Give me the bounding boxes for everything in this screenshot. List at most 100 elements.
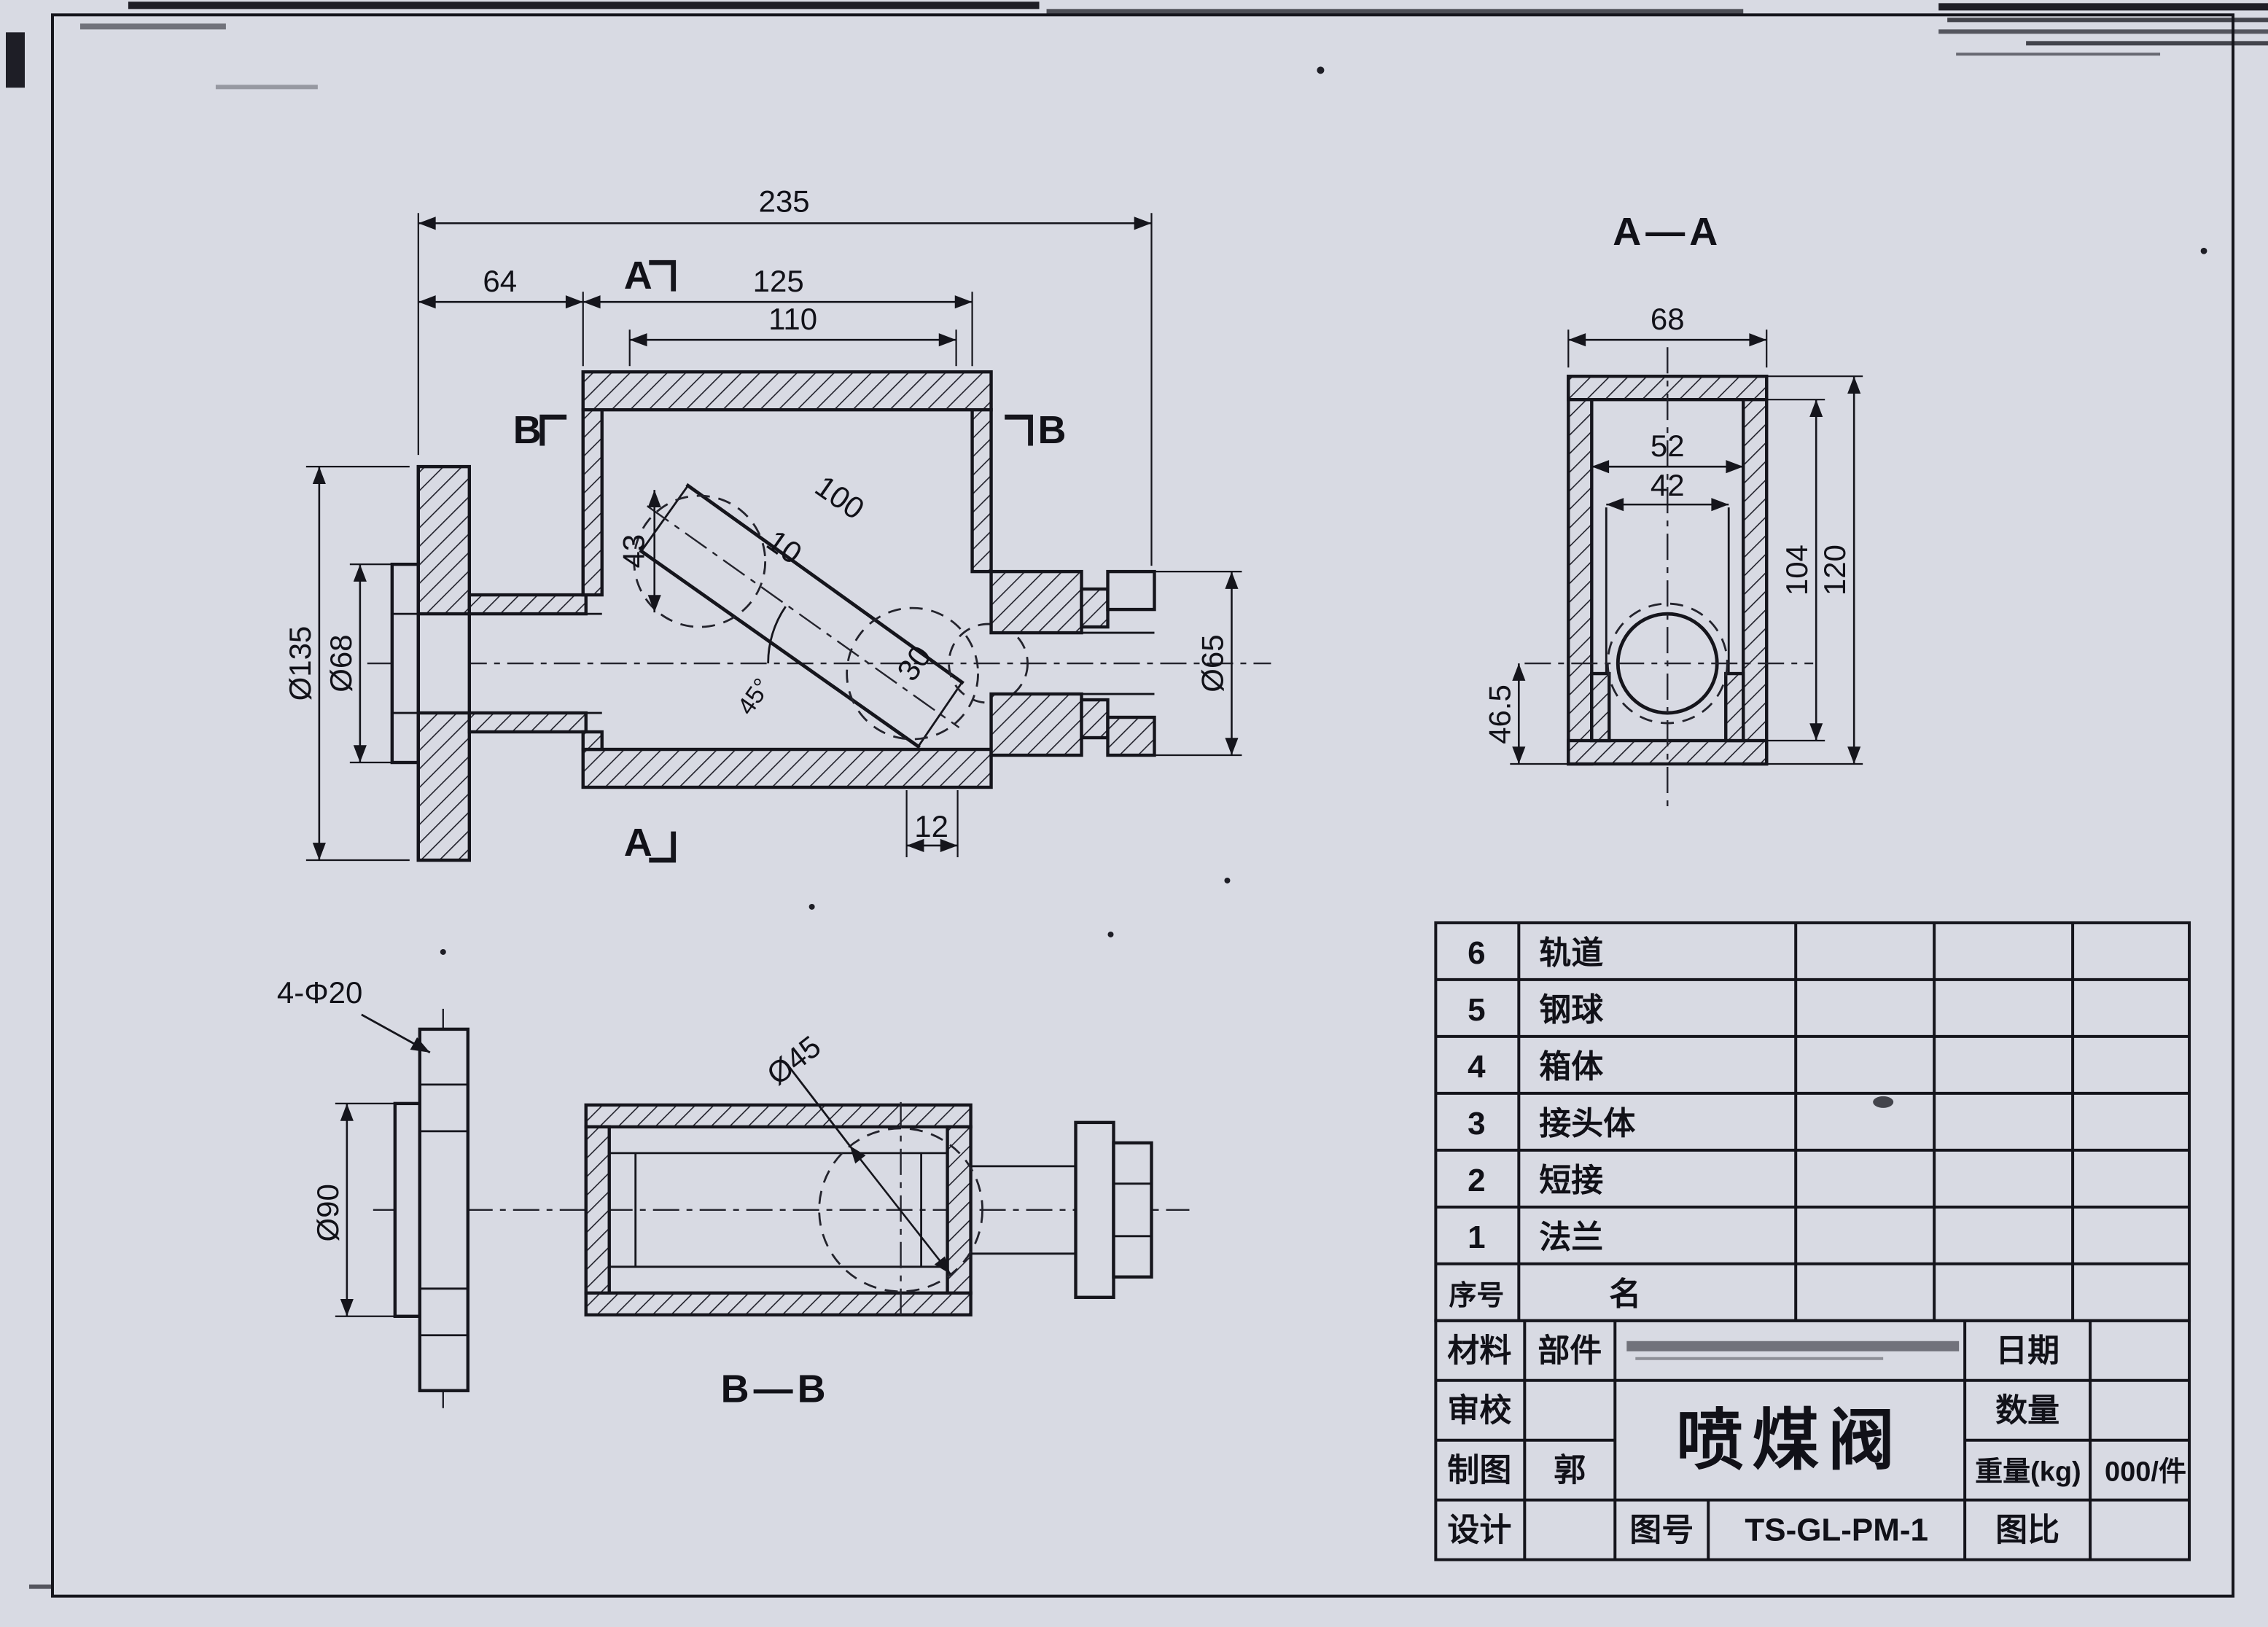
part-no: 4 <box>1468 1049 1486 1085</box>
inlet-stub-wall-top <box>467 593 588 616</box>
dim-125: 125 <box>753 264 804 298</box>
scan-streak <box>1938 29 2268 34</box>
section-a-bottom-label: A <box>624 821 652 865</box>
weight-value: 000/件 <box>2105 1457 2186 1488</box>
part-name: 钢球 <box>1539 992 1604 1028</box>
joint-body-bottom <box>989 692 1083 757</box>
scan-speck <box>808 903 815 910</box>
design-label: 设计 <box>1447 1513 1511 1548</box>
scan-speck <box>1317 66 1325 74</box>
part-no: 5 <box>1468 992 1485 1028</box>
bb-wall-bottom <box>584 1291 973 1316</box>
outlet-tab-top <box>1106 569 1156 612</box>
bb-outlet-block <box>1074 1120 1115 1299</box>
scan-blot <box>5 32 25 88</box>
dim-30: 30 <box>890 639 938 687</box>
quantity-label: 数量 <box>1995 1393 2059 1429</box>
box-wall-right-upper <box>970 407 993 574</box>
scan-streak <box>1938 3 2268 11</box>
dim-angle: 45° <box>732 674 776 720</box>
joint-body-top <box>989 569 1083 635</box>
dim-235: 235 <box>759 184 810 218</box>
box-wall-left-upper <box>581 407 604 597</box>
box-wall-bottom <box>581 747 993 789</box>
drawing-no-value: TS-GL-PM-1 <box>1745 1513 1928 1548</box>
scale-label: 图比 <box>1995 1513 2059 1548</box>
component-label: 部件 <box>1538 1333 1602 1369</box>
scan-streak <box>1046 9 1744 15</box>
scan-speck <box>2200 247 2207 254</box>
section-marks: A A B B <box>513 254 1067 865</box>
leader-line <box>361 1013 431 1054</box>
part-no: 6 <box>1468 935 1485 971</box>
scan-smudge <box>1626 1341 1960 1351</box>
tube-outline-lower <box>639 548 921 749</box>
dim-45: Ø45 <box>760 1029 827 1092</box>
parts-table: 6 轨道 5 钢球 4 箱体 3 接头体 2 短接 1 法兰 序号 名 <box>1434 921 2191 1322</box>
section-b-right-label: B <box>1038 408 1067 452</box>
dim-outlet-od: Ø65 <box>1195 634 1229 692</box>
weight-label: 重量(kg) <box>1975 1457 2081 1488</box>
drawing-title: 喷煤阀 <box>1676 1404 1903 1478</box>
dim-line-45 <box>849 1145 951 1275</box>
dim-bolt-holes: 4-Φ20 <box>277 975 362 1010</box>
bb-wall-left <box>584 1125 611 1295</box>
section-bb-view: B—B 4-Φ20 Ø90 Ø45 <box>277 975 1190 1411</box>
scan-speck <box>1224 877 1231 883</box>
dim-tail <box>786 1064 851 1147</box>
scan-streak <box>79 23 226 30</box>
dim-flange-face: Ø68 <box>324 634 358 692</box>
dim-104: 104 <box>1780 545 1814 596</box>
dim-10: 10 <box>760 523 808 571</box>
part-name: 短接 <box>1539 1163 1603 1198</box>
outlet-tab-bottom <box>1106 715 1156 757</box>
aa-wall-left <box>1567 374 1594 766</box>
part-name: 轨道 <box>1539 935 1603 971</box>
outlet-ring-top <box>1080 587 1110 629</box>
scan-streak <box>28 1584 52 1589</box>
part-name: 箱体 <box>1539 1049 1603 1085</box>
dim-flange-od: Ø135 <box>283 626 317 701</box>
scan-artifacts <box>5 1 2268 1589</box>
draft-label: 制图 <box>1447 1453 1511 1489</box>
scan-streak <box>128 1 1040 9</box>
dim-110: 110 <box>768 302 817 336</box>
box-wall-top <box>581 370 993 412</box>
section-a-top-mark <box>649 260 677 292</box>
tube-outline-upper <box>685 483 965 685</box>
section-a-top-label: A <box>624 254 652 297</box>
part-no: 3 <box>1468 1106 1485 1142</box>
bb-wall-top <box>584 1103 973 1129</box>
sheet-border <box>50 13 2235 1598</box>
section-aa-view: A—A 68 52 42 104 120 46.5 <box>1482 210 1863 811</box>
scan-streak <box>2026 41 2268 46</box>
dim-52: 52 <box>1651 429 1685 463</box>
title-block: 材料 部件 日期 审校 数量 制图 郭 重量(kg) 000/件 设计 图号 T… <box>1434 1319 2191 1561</box>
dim-42: 42 <box>1651 468 1685 502</box>
part-name: 接头体 <box>1539 1106 1635 1142</box>
dim-120: 120 <box>1817 545 1852 596</box>
aa-wall-right <box>1742 374 1769 766</box>
parts-name-header: 名 <box>1609 1276 1641 1312</box>
parts-no-header: 序号 <box>1449 1281 1504 1311</box>
dim-12: 12 <box>914 809 948 843</box>
dim-90: Ø90 <box>311 1184 345 1241</box>
scan-streak <box>215 85 318 90</box>
tube-centerline <box>647 505 960 729</box>
section-aa-title: A—A <box>1613 210 1722 254</box>
bb-wall-right <box>946 1125 973 1295</box>
port-phantom-circle <box>948 623 1029 704</box>
aa-rail-block-left <box>1590 671 1611 743</box>
bb-flange <box>418 1027 469 1392</box>
aa-rail-block-right <box>1724 671 1745 743</box>
dim-64: 64 <box>483 264 517 298</box>
front-view <box>367 370 1271 862</box>
scan-speck <box>1107 931 1114 937</box>
dim-68: 68 <box>1651 302 1685 336</box>
scan-blot <box>1873 1096 1894 1108</box>
box-wall-left-lower <box>581 730 604 752</box>
part-no: 2 <box>1468 1163 1485 1198</box>
flange-hatch-top <box>416 464 471 616</box>
